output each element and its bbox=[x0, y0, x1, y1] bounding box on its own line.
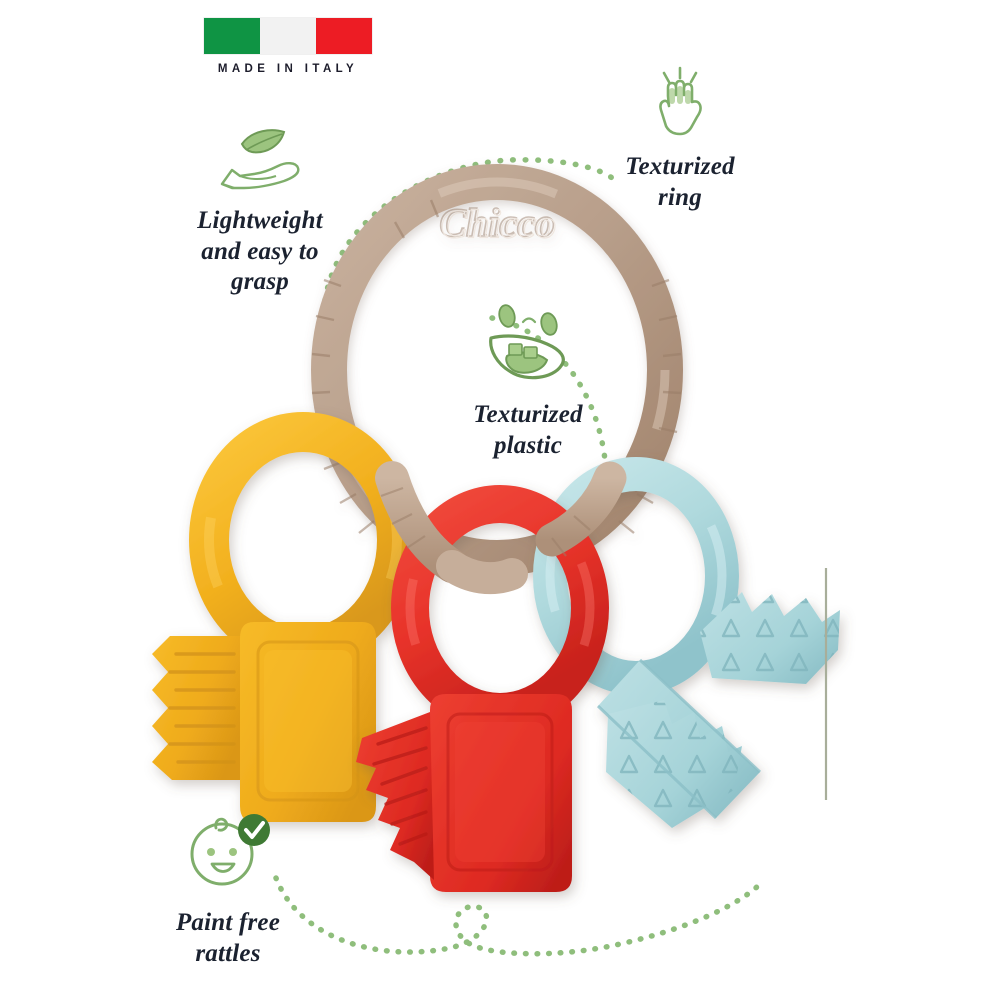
baby-face-check-icon bbox=[190, 814, 270, 886]
callout-paint-free-rattles: Paint free rattles bbox=[118, 808, 338, 969]
touch-hand-icon bbox=[659, 66, 702, 136]
callout-texturized-ring: Texturized ring bbox=[560, 62, 800, 213]
callout-texturized-ring-label: Texturized ring bbox=[625, 153, 735, 211]
hand-holding-leaf-icon bbox=[220, 129, 300, 190]
teether-ring: Chicco Chicco bbox=[311, 164, 683, 576]
ring-front-overlap bbox=[375, 461, 627, 595]
smiling-mouth-teeth-icon bbox=[489, 304, 565, 380]
callout-lightweight: Lightweight and easy to grasp bbox=[140, 122, 380, 298]
callout-texturized-plastic-label: Texturized plastic bbox=[473, 401, 583, 459]
dotted-arc-middle bbox=[489, 315, 609, 473]
yellow-key bbox=[152, 412, 417, 822]
flag-band-green bbox=[204, 18, 260, 54]
flag-band-white bbox=[260, 18, 316, 54]
chicco-logo-emboss: Chicco Chicco bbox=[438, 199, 557, 247]
callout-texturized-plastic: Texturized plastic bbox=[418, 300, 638, 461]
svg-text:Chicco: Chicco bbox=[441, 201, 557, 246]
italian-flag-icon bbox=[204, 18, 372, 54]
made-in-italy-label: MADE IN ITALY bbox=[217, 63, 359, 75]
made-in-italy-badge: MADE IN ITALY bbox=[204, 18, 380, 75]
svg-text:Chicco: Chicco bbox=[439, 200, 555, 245]
blue-key bbox=[533, 457, 840, 828]
dotted-arc-bottom bbox=[273, 875, 763, 957]
callout-lightweight-label: Lightweight and easy to grasp bbox=[197, 207, 323, 295]
flag-band-red bbox=[316, 18, 372, 54]
red-key bbox=[356, 485, 609, 892]
callout-paint-free-label: Paint free rattles bbox=[175, 909, 281, 967]
